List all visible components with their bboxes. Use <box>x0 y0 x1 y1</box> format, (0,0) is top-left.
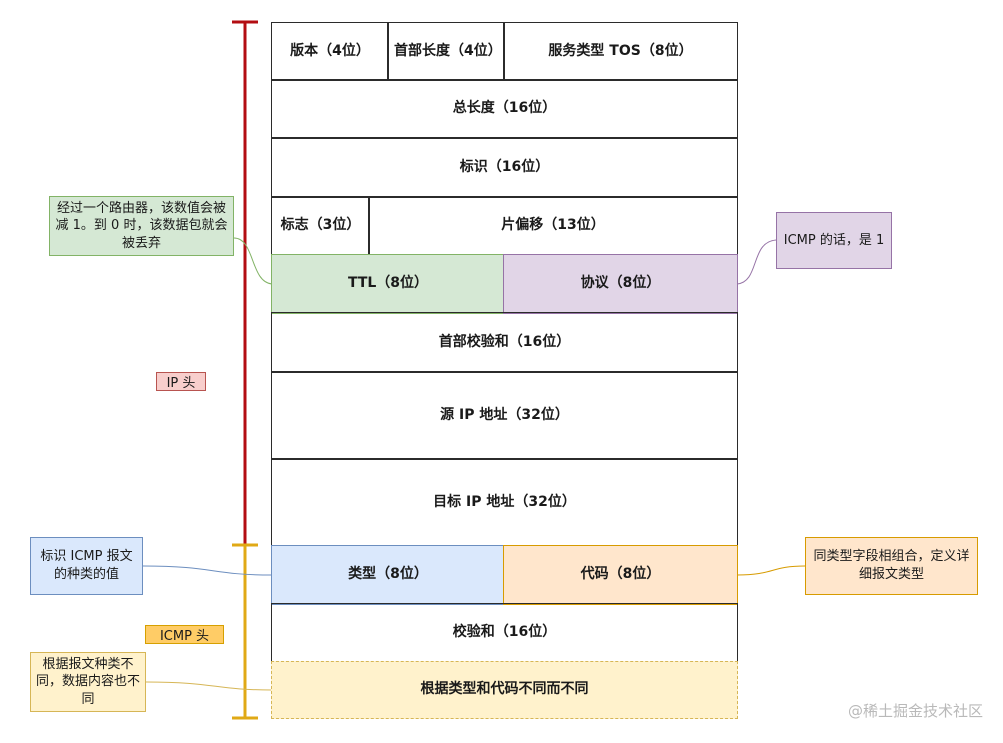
version-field: 版本（4位） <box>271 22 389 81</box>
icmp-code-field: 代码（8位） <box>503 545 738 605</box>
ip-header-label: IP 头 <box>156 372 206 391</box>
total-length-field: 总长度（16位） <box>271 79 738 139</box>
icmp-type-field: 类型（8位） <box>271 545 505 605</box>
ttl-note: 经过一个路由器，该数值会被减 1。到 0 时，该数据包就会被丢弃 <box>49 196 234 256</box>
header-checksum-field: 首部校验和（16位） <box>271 312 738 373</box>
data-note: 根据报文种类不同，数据内容也不同 <box>30 652 146 712</box>
flags-field: 标志（3位） <box>271 196 370 256</box>
protocol-note-connector <box>736 239 777 285</box>
protocol-note: ICMP 的话，是 1 <box>776 212 892 269</box>
ttl-field: TTL（8位） <box>271 254 505 314</box>
tos-field: 服务类型 TOS（8位） <box>503 22 738 81</box>
identification-field: 标识（16位） <box>271 137 738 198</box>
icmp-checksum-field: 校验和（16位） <box>271 603 738 663</box>
type-note: 标识 ICMP 报文的种类的值 <box>30 537 143 595</box>
header-length-field: 首部长度（4位） <box>387 22 505 81</box>
data-note-connector <box>145 681 273 691</box>
dest-ip-field: 目标 IP 地址（32位） <box>271 458 738 547</box>
code-note: 同类型字段相组合，定义详细报文类型 <box>805 537 978 595</box>
source-ip-field: 源 IP 地址（32位） <box>271 371 738 460</box>
type-note-connector <box>142 565 273 576</box>
icmp-header-label: ICMP 头 <box>145 625 224 644</box>
protocol-field: 协议（8位） <box>503 254 738 314</box>
icmp-header-bracket <box>232 543 258 720</box>
icmp-data-field: 根据类型和代码不同而不同 <box>271 661 738 719</box>
ip-header-bracket <box>232 20 258 547</box>
watermark: @稀土掘金技术社区 <box>847 702 983 720</box>
code-note-connector <box>736 565 806 576</box>
ttl-note-connector <box>233 237 273 285</box>
fragment-offset-field: 片偏移（13位） <box>368 196 738 256</box>
